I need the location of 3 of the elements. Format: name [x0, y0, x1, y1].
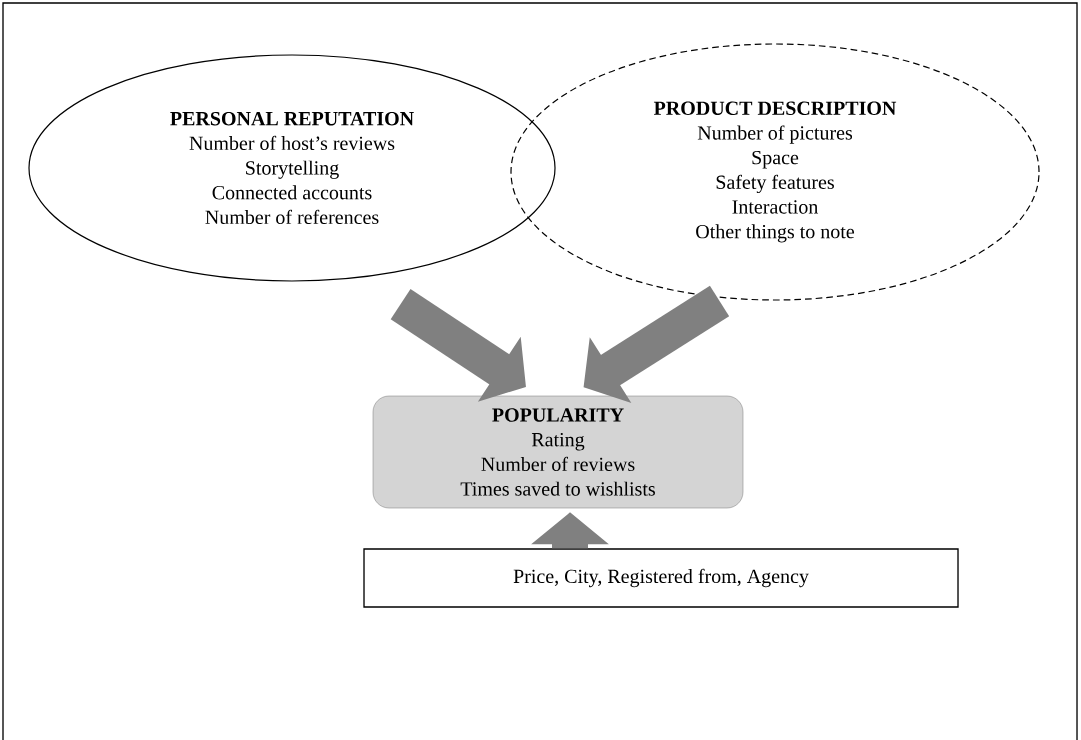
rounded-box: POPULARITY Rating Number of reviews Times saved to wishlists: [372, 395, 744, 509]
rectangle-box: Price, City, Registered from, Agency: [363, 548, 959, 608]
block-arrow: [583, 285, 730, 403]
